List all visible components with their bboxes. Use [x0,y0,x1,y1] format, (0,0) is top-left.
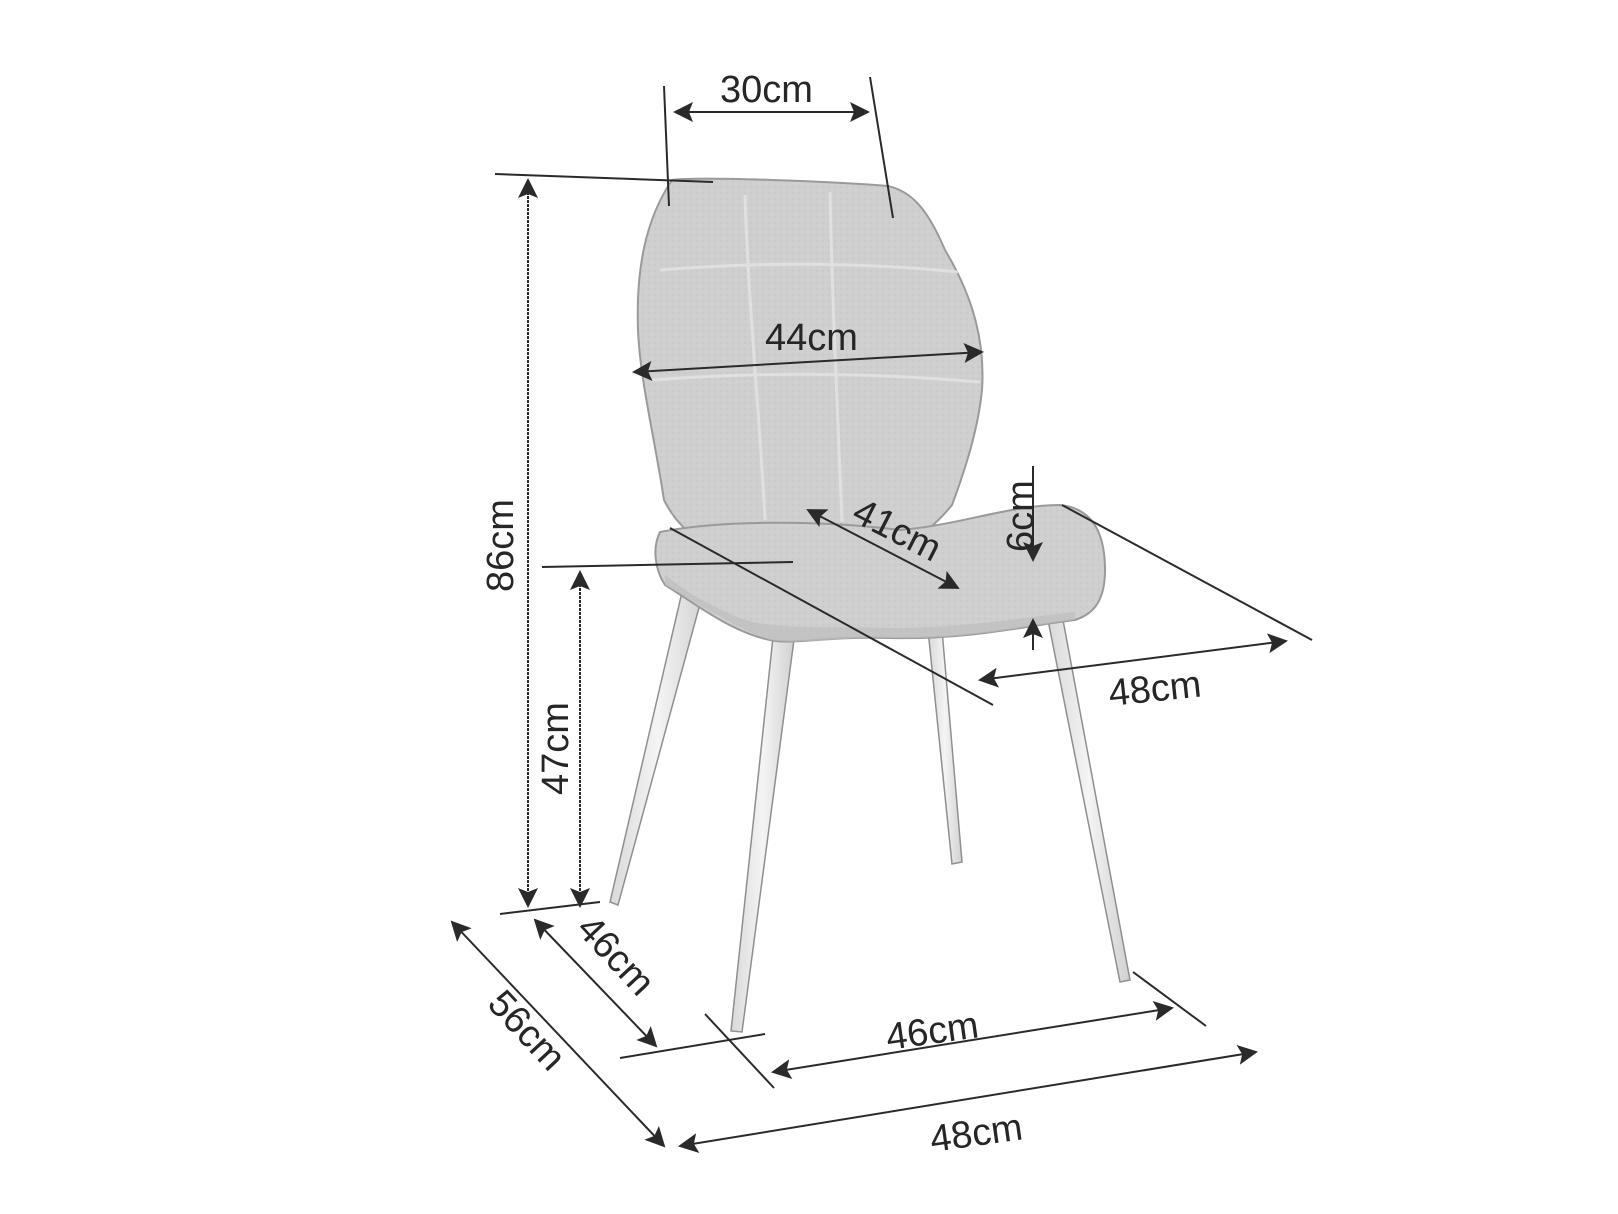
chair-illustration [609,177,1131,1033]
label-overall-depth: 56cm [479,982,573,1079]
seat-shadow [665,575,1075,642]
label-seat-height: 47cm [535,702,577,795]
label-backrest-width: 44cm [765,317,858,359]
extension-line [541,561,794,568]
front-leg-right [730,627,796,1033]
backrest [636,177,984,541]
extension-line [869,76,894,219]
dim-arrow-56cm [450,920,666,1148]
dim-arrow-41cm [806,509,960,589]
dim-arrow-48cm-overall [678,1045,1258,1153]
label-leg-span-width: 46cm [883,1004,981,1059]
extension-line [663,85,670,207]
label-seat-thickness: 6cm [1000,480,1042,552]
dim-arrow-48cm-seat [978,633,1288,688]
dim-arrow-44cm [632,343,984,381]
label-leg-span-depth: 46cm [568,907,662,1004]
label-overall-width: 48cm [927,1106,1025,1161]
extension-line [1061,504,1313,641]
label-seat-width: 48cm [1107,663,1204,714]
floor-line [499,901,601,915]
extension-line [1132,971,1207,1027]
extension-line [494,173,714,183]
label-backrest-top-width: 30cm [720,69,813,111]
dimension-lines [450,76,1313,1153]
back-leg-middle [927,629,963,865]
label-total-height: 86cm [480,499,522,592]
extension-line [669,527,994,706]
front-leg-left [609,574,707,906]
